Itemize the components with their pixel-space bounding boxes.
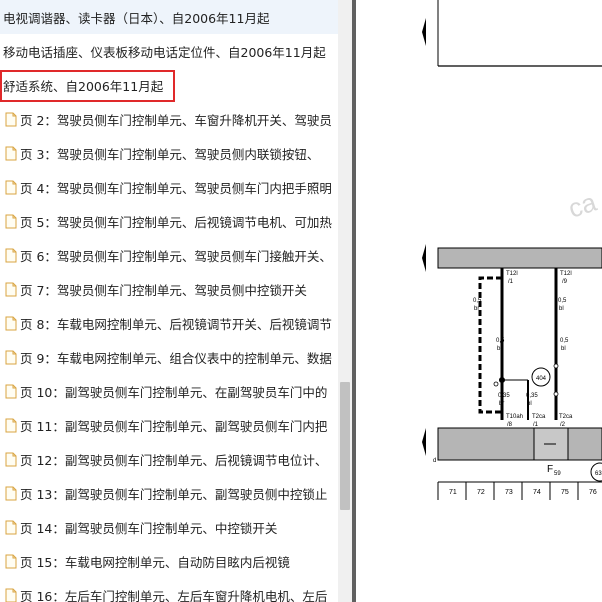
wire-label: 404 xyxy=(536,376,547,382)
outline-page-item[interactable]: 页 7：驾驶员侧车门控制单元、驾驶员侧中控锁开关 xyxy=(0,272,338,306)
page-document-icon xyxy=(5,146,17,160)
wire-label: /2 xyxy=(560,422,566,428)
outline-scrollbar-thumb[interactable] xyxy=(340,382,350,510)
wire-label: 0,5 xyxy=(558,298,567,304)
outline-scrollbar-track[interactable] xyxy=(338,0,352,602)
ruler-number: 74 xyxy=(533,489,541,496)
wire-label: 0,5 xyxy=(560,338,569,344)
outline-page-item[interactable]: 页 3：驾驶员侧车门控制单元、驾驶员侧内联锁按钮、 xyxy=(0,136,338,170)
outline-page-item[interactable]: 页 11：副驾驶员侧车门控制单元、副驾驶员侧车门内把 xyxy=(0,408,338,442)
wire-label: T12l xyxy=(560,271,572,277)
wire-label: /1 xyxy=(508,279,514,285)
outline-page-item[interactable]: 页 9：车载电网控制单元、组合仪表中的控制单元、数据 xyxy=(0,340,338,374)
page-document-icon xyxy=(5,418,17,432)
ruler-number: 76 xyxy=(589,489,597,496)
wire-label: 639 xyxy=(595,471,602,477)
outline-item-label: 页 8：车载电网控制单元、后视镜调节开关、后视镜调节 xyxy=(20,316,332,332)
page-marker-arrow-icon xyxy=(422,244,426,272)
ruler-number: 73 xyxy=(505,489,513,496)
page-document-icon xyxy=(5,214,17,228)
outline-item-label: 页 10：副驾驶员侧车门控制单元、在副驾驶员车门中的 xyxy=(20,384,328,400)
ruler-number: 75 xyxy=(561,489,569,496)
outline-page-item[interactable]: 页 12：副驾驶员侧车门控制单元、后视镜调节电位计、 xyxy=(0,442,338,476)
page-document-icon xyxy=(5,384,17,398)
page-document-icon xyxy=(5,180,17,194)
wire-label: T2ca xyxy=(559,414,573,420)
page-document-icon xyxy=(5,248,17,262)
outline-page-item[interactable]: 页 6：驾驶员侧车门控制单元、驾驶员侧车门接触开关、 xyxy=(0,238,338,272)
outline-item-label: 电视调谐器、读卡器（日本）、自2006年11月起 xyxy=(3,10,270,26)
wire-label: bl xyxy=(559,306,564,312)
outline-page-item[interactable]: 页 14：副驾驶员侧车门控制单元、中控锁开关 xyxy=(0,510,338,544)
page-marker-arrow-icon xyxy=(422,428,426,456)
diagram-bus-bar xyxy=(437,247,602,269)
wire-label: T12l xyxy=(506,271,518,277)
wire-label: /1 xyxy=(533,422,539,428)
outline-item-label: 页 16：左后车门控制单元、左后车窗升降机电机、左后 xyxy=(20,588,328,602)
wiring-diagram: ca T12l xyxy=(422,0,602,500)
wire-label: 0,5 xyxy=(473,298,482,304)
wire-label: 59 xyxy=(554,471,561,477)
wire-label: bl xyxy=(561,346,566,352)
outline-item-label: 页 12：副驾驶员侧车门控制单元、后视镜调节电位计、 xyxy=(20,452,328,468)
outline-item-label: 页 6：驾驶员侧车门控制单元、驾驶员侧车门接触开关、 xyxy=(20,248,332,264)
outline-section-item[interactable]: 舒适系统、自2006年11月起 xyxy=(0,68,338,102)
outline-page-item[interactable]: 页 2：驾驶员侧车门控制单元、车窗升降机开关、驾驶员 xyxy=(0,102,338,136)
control-unit-box xyxy=(437,427,602,461)
outline-item-label: 页 14：副驾驶员侧车门控制单元、中控锁开关 xyxy=(20,520,278,536)
wire-label: br xyxy=(497,346,502,352)
page-document-icon xyxy=(5,282,17,296)
outline-section-item[interactable]: 移动电话插座、仪表板移动电话定位件、自2006年11月起 xyxy=(0,34,338,68)
page-marker-arrow-icon xyxy=(422,18,426,46)
outline-page-item[interactable]: 页 8：车载电网控制单元、后视镜调节开关、后视镜调节 xyxy=(0,306,338,340)
outline-page-item[interactable]: 页 4：驾驶员侧车门控制单元、驾驶员侧车门内把手照明 xyxy=(0,170,338,204)
outline-item-label: 页 15：车载电网控制单元、自动防目眩内后视镜 xyxy=(20,554,290,570)
wire-label: br xyxy=(474,306,479,312)
outline-item-label: 页 11：副驾驶员侧车门控制单元、副驾驶员侧车门内把 xyxy=(20,418,328,434)
wire-label: F xyxy=(547,464,553,475)
wire-label: T10ah xyxy=(506,414,523,420)
wire-label: /8 xyxy=(507,422,513,428)
outline-item-label: 页 7：驾驶员侧车门控制单元、驾驶员侧中控锁开关 xyxy=(20,282,307,298)
wire-label: 0,35 xyxy=(526,393,538,399)
outline-page-item[interactable]: 页 15：车载电网控制单元、自动防目眩内后视镜 xyxy=(0,544,338,578)
page-document-icon xyxy=(5,316,17,330)
panel-splitter[interactable] xyxy=(352,0,356,602)
ruler-number: 71 xyxy=(449,489,457,496)
outline-page-item[interactable]: 页 5：驾驶员侧车门控制单元、后视镜调节电机、可加热 xyxy=(0,204,338,238)
page-document-icon xyxy=(5,112,17,126)
outline-item-label: 页 3：驾驶员侧车门控制单元、驾驶员侧内联锁按钮、 xyxy=(20,146,320,162)
wire-label: 0,5 xyxy=(496,338,505,344)
outline-item-label: 移动电话插座、仪表板移动电话定位件、自2006年11月起 xyxy=(3,44,326,60)
wire-label: d xyxy=(433,458,436,464)
wire-label: /9 xyxy=(562,279,568,285)
page-document-icon xyxy=(5,554,17,568)
wire-label: bl xyxy=(527,401,532,407)
diagram-top-frame xyxy=(438,0,602,66)
outline-item-label: 页 9：车载电网控制单元、组合仪表中的控制单元、数据 xyxy=(20,350,332,366)
page-document-icon xyxy=(5,486,17,500)
page-document-icon xyxy=(5,588,17,602)
wire-label: 0,35 xyxy=(498,393,510,399)
page-document-icon xyxy=(5,520,17,534)
outline-item-label: 页 2：驾驶员侧车门控制单元、车窗升降机开关、驾驶员 xyxy=(20,112,332,128)
page-document-icon xyxy=(5,350,17,364)
outline-page-item[interactable]: 页 16：左后车门控制单元、左后车窗升降机电机、左后 xyxy=(0,578,338,602)
outline-item-label: 舒适系统、自2006年11月起 xyxy=(3,78,164,94)
outline-page-item[interactable]: 页 13：副驾驶员侧车门控制单元、副驾驶员侧中控锁止 xyxy=(0,476,338,510)
outline-item-label: 页 13：副驾驶员侧车门控制单元、副驾驶员侧中控锁止 xyxy=(20,486,328,502)
connector-404-circle xyxy=(531,367,551,387)
selected-item-highlight-box xyxy=(0,70,175,102)
outline-item-label: 页 4：驾驶员侧车门控制单元、驾驶员侧车门内把手照明 xyxy=(20,180,332,196)
wiring-diagram-viewer: ca T12l xyxy=(356,0,602,602)
wire-label: br xyxy=(499,401,504,407)
wire-label: T2ca xyxy=(532,414,546,420)
outline-page-item[interactable]: 页 10：副驾驶员侧车门控制单元、在副驾驶员车门中的 xyxy=(0,374,338,408)
page-document-icon xyxy=(5,452,17,466)
outline-section-item[interactable]: 电视调谐器、读卡器（日本）、自2006年11月起 xyxy=(0,0,338,34)
watermark: ca xyxy=(565,187,601,224)
ruler-number: 72 xyxy=(477,489,485,496)
outline-item-label: 页 5：驾驶员侧车门控制单元、后视镜调节电机、可加热 xyxy=(20,214,332,230)
